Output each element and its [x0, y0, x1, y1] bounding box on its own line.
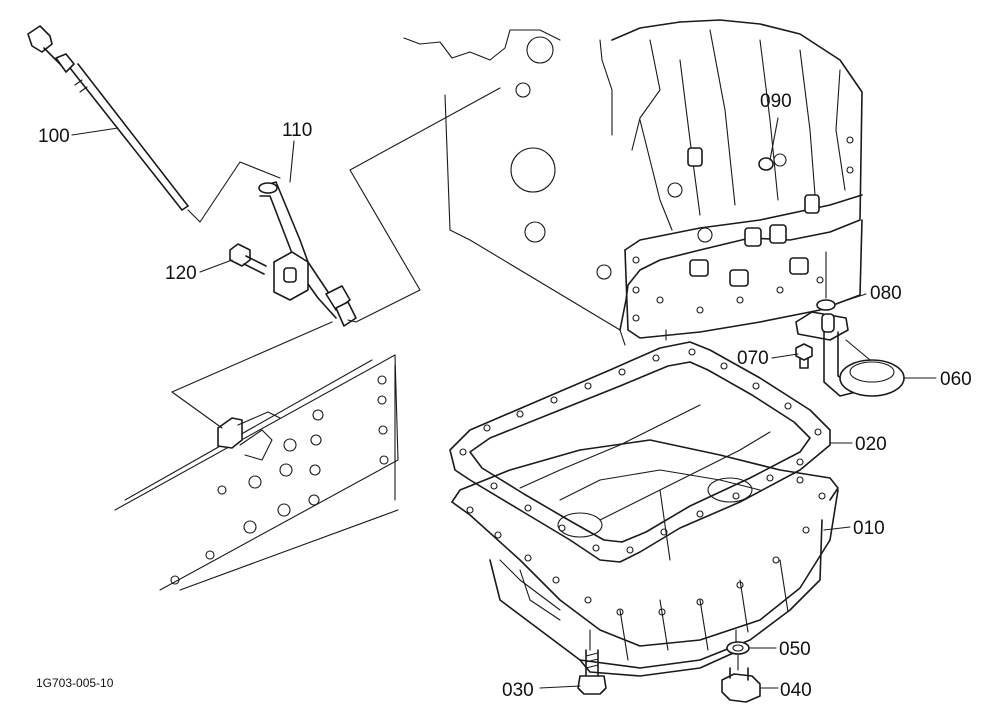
part-label-030: 030	[502, 680, 534, 701]
frame-rail-drawing	[114, 354, 399, 591]
bolt-part-030	[577, 649, 607, 695]
diagram-reference-code: 1G703-005-10	[36, 676, 114, 690]
gasket-part-020	[449, 341, 831, 563]
bolt-part-070	[795, 343, 813, 369]
part-label-040: 040	[780, 680, 812, 701]
part-label-070: 070	[737, 348, 769, 369]
part-label-100: 100	[38, 126, 70, 147]
plug-part-090	[758, 157, 774, 171]
part-label-110: 110	[282, 120, 312, 141]
part-label-120: 120	[165, 263, 197, 284]
dipstick-part-100	[27, 25, 189, 211]
bracket-bolt-part-120	[229, 243, 309, 301]
engine-block-drawing	[403, 19, 863, 346]
part-label-010: 010	[853, 518, 885, 539]
part-label-020: 020	[855, 434, 887, 455]
part-label-090: 090	[760, 91, 792, 112]
part-label-080: 080	[870, 283, 902, 304]
part-label-050: 050	[779, 639, 811, 660]
washer-part-050	[726, 641, 750, 655]
part-label-060: 060	[940, 369, 972, 390]
oil-strainer-part-060	[795, 311, 905, 397]
callout-leaders	[71, 117, 937, 689]
drain-plug-part-040	[721, 667, 761, 703]
o-ring-part-080	[816, 299, 836, 311]
assembly-connection-lines	[171, 87, 827, 671]
guide-tube-part-110	[258, 181, 357, 327]
